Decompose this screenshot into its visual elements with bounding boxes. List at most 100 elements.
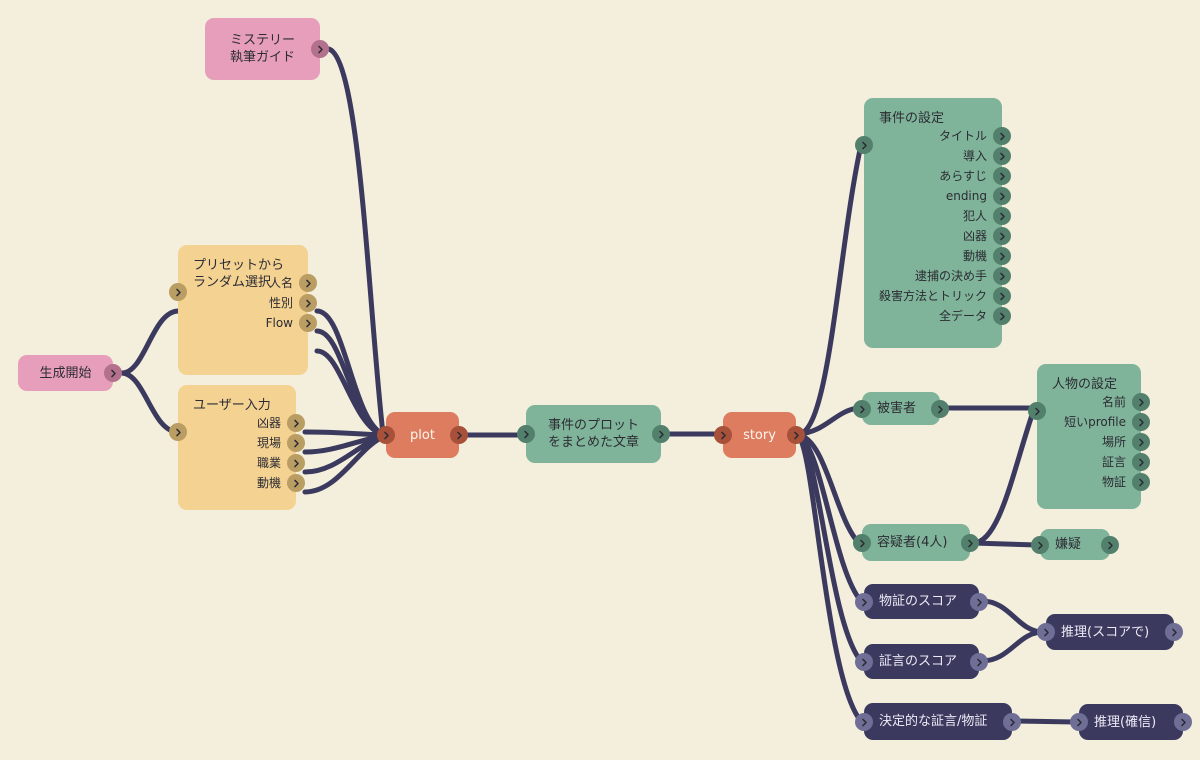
node-mystery-guide[interactable]: ミステリー 執筆ガイド <box>205 18 329 80</box>
output-port[interactable] <box>993 187 1011 205</box>
output-port-row[interactable]: 導入 <box>963 147 1011 165</box>
input-port[interactable] <box>169 423 187 441</box>
input-port[interactable] <box>853 400 871 418</box>
edge <box>302 433 386 455</box>
output-port[interactable] <box>287 414 305 432</box>
node-deduction-certain[interactable]: 推理(確信) <box>1070 704 1192 740</box>
node-story[interactable]: story <box>714 412 805 458</box>
edge <box>796 433 864 604</box>
input-port[interactable] <box>1028 402 1046 420</box>
output-port-row[interactable]: 名前 <box>1102 393 1150 411</box>
output-port[interactable] <box>993 207 1011 225</box>
output-port[interactable] <box>993 227 1011 245</box>
output-port-row[interactable]: 全データ <box>939 307 1011 325</box>
output-port[interactable] <box>931 400 949 418</box>
node-plot-summary[interactable]: 事件のプロット をまとめた文章 <box>517 405 670 463</box>
output-port-row[interactable]: 職業 <box>257 454 305 472</box>
output-port[interactable] <box>1132 433 1150 451</box>
output-port-row[interactable]: 物証 <box>1102 473 1150 491</box>
output-port-row[interactable]: 動機 <box>963 247 1011 265</box>
output-port[interactable] <box>1132 393 1150 411</box>
output-port-row[interactable]: Flow <box>266 314 317 332</box>
edge <box>314 328 386 438</box>
node-decisive-evidence[interactable]: 決定的な証言/物証 <box>855 703 1021 740</box>
output-port-row[interactable]: 短いprofile <box>1064 413 1150 431</box>
output-port[interactable] <box>1132 453 1150 471</box>
output-port-row[interactable]: 殺害方法とトリック <box>879 287 1011 305</box>
edge <box>302 429 386 438</box>
input-port[interactable] <box>855 713 873 731</box>
input-port[interactable] <box>855 653 873 671</box>
output-port-row[interactable]: タイトル <box>939 127 1011 145</box>
output-port[interactable] <box>993 267 1011 285</box>
output-port[interactable] <box>993 167 1011 185</box>
input-port[interactable] <box>1070 713 1088 731</box>
output-port[interactable] <box>1132 413 1150 431</box>
output-port-row[interactable]: 証言 <box>1102 453 1150 471</box>
output-port[interactable] <box>104 364 122 382</box>
output-port[interactable] <box>961 534 979 552</box>
output-port[interactable] <box>993 287 1011 305</box>
output-port[interactable] <box>970 593 988 611</box>
node-user-input[interactable]: ユーザー入力凶器現場職業動機 <box>169 385 305 510</box>
output-port[interactable] <box>287 474 305 492</box>
input-port[interactable] <box>855 136 873 154</box>
node-suspicion[interactable]: 嫌疑 <box>1031 529 1119 560</box>
output-port-row[interactable]: 動機 <box>257 474 305 492</box>
input-port[interactable] <box>377 426 395 444</box>
output-port[interactable] <box>1174 713 1192 731</box>
edge <box>119 370 181 435</box>
output-port-row[interactable]: あらすじ <box>939 167 1011 185</box>
output-port[interactable] <box>1165 623 1183 641</box>
output-port[interactable] <box>993 307 1011 325</box>
output-port[interactable] <box>993 247 1011 265</box>
output-port-row[interactable]: 性別 <box>269 294 317 312</box>
output-port[interactable] <box>787 426 805 444</box>
output-port-label: 人名 <box>268 276 293 290</box>
output-port-label: Flow <box>265 316 293 330</box>
output-port-label: 犯人 <box>962 209 987 223</box>
node-deduction-score[interactable]: 推理(スコアで) <box>1037 614 1183 650</box>
output-port[interactable] <box>311 40 329 58</box>
output-port[interactable] <box>299 274 317 292</box>
output-port-row[interactable]: 凶器 <box>963 227 1011 245</box>
output-port-row[interactable]: 場所 <box>1102 433 1150 451</box>
input-port[interactable] <box>169 283 187 301</box>
output-port-row[interactable]: 人名 <box>269 274 317 292</box>
output-port[interactable] <box>287 454 305 472</box>
output-port[interactable] <box>970 653 988 671</box>
input-port[interactable] <box>517 425 535 443</box>
input-port[interactable] <box>714 426 732 444</box>
output-port[interactable] <box>450 426 468 444</box>
node-generation-start[interactable]: 生成開始 <box>18 355 122 391</box>
node-suspects[interactable]: 容疑者(4人) <box>853 524 979 561</box>
input-port[interactable] <box>853 534 871 552</box>
output-port-row[interactable]: 凶器 <box>257 414 305 432</box>
output-port-label: 職業 <box>256 456 281 470</box>
output-port[interactable] <box>993 127 1011 145</box>
input-port[interactable] <box>1031 536 1049 554</box>
output-port-row[interactable]: 現場 <box>257 434 305 452</box>
input-port[interactable] <box>1037 623 1055 641</box>
node-plot[interactable]: plot <box>377 412 468 458</box>
output-port[interactable] <box>1003 713 1021 731</box>
output-port[interactable] <box>299 314 317 332</box>
output-port-row[interactable]: 逮捕の決め手 <box>915 267 1011 285</box>
output-port[interactable] <box>652 425 670 443</box>
output-port-row[interactable]: ending <box>946 187 1011 205</box>
output-port[interactable] <box>287 434 305 452</box>
output-port[interactable] <box>1132 473 1150 491</box>
output-port[interactable] <box>993 147 1011 165</box>
node-evidence-score[interactable]: 物証のスコア <box>855 584 988 619</box>
node-testimony-score[interactable]: 証言のスコア <box>855 644 988 679</box>
output-port[interactable] <box>1101 536 1119 554</box>
node-victim[interactable]: 被害者 <box>853 392 949 425</box>
edge <box>796 434 864 664</box>
output-port-row[interactable]: 犯人 <box>963 207 1011 225</box>
input-port[interactable] <box>855 593 873 611</box>
output-port[interactable] <box>299 294 317 312</box>
